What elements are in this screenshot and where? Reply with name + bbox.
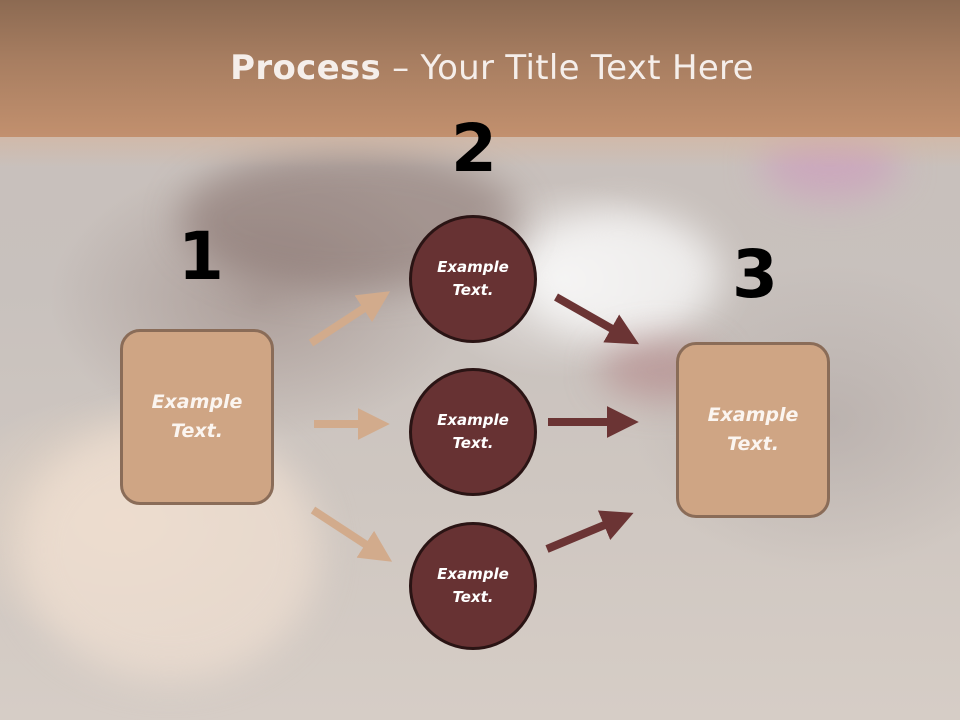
circle-middle-line2: Text. (452, 434, 494, 452)
arrow-bottom-to-right (545, 510, 634, 553)
step-1-box-line1: Example (151, 391, 243, 413)
arrow-top-to-right (554, 293, 640, 345)
title-bold-part: Process (230, 48, 382, 88)
step-number-3: 3 (732, 236, 778, 313)
step-1-box-line2: Text. (171, 420, 223, 442)
arrow-left-to-top (308, 291, 391, 347)
circle-top-line1: Example (437, 258, 509, 276)
step-number-1: 1 (178, 218, 224, 295)
circle-top-line2: Text. (452, 281, 494, 299)
circle-middle-line1: Example (437, 411, 509, 429)
step-1-box: Example Text. (120, 329, 274, 505)
slide-title: Process – Your Title Text Here (0, 48, 960, 88)
title-rest-part: – Your Title Text Here (381, 48, 754, 88)
step-2-circle-middle: Example Text. (409, 368, 537, 496)
step-3-box-line1: Example (707, 404, 799, 426)
step-2-circle-top: Example Text. (409, 215, 537, 343)
circle-bottom-line2: Text. (452, 588, 494, 606)
circle-bottom-line1: Example (437, 565, 509, 583)
step-3-box-line2: Text. (727, 433, 779, 455)
title-band (0, 0, 960, 137)
step-2-circle-bottom: Example Text. (409, 522, 537, 650)
title-band-fade (0, 137, 960, 167)
step-number-2: 2 (451, 110, 497, 187)
step-3-box: Example Text. (676, 342, 830, 518)
arrow-left-to-bottom (310, 506, 393, 562)
